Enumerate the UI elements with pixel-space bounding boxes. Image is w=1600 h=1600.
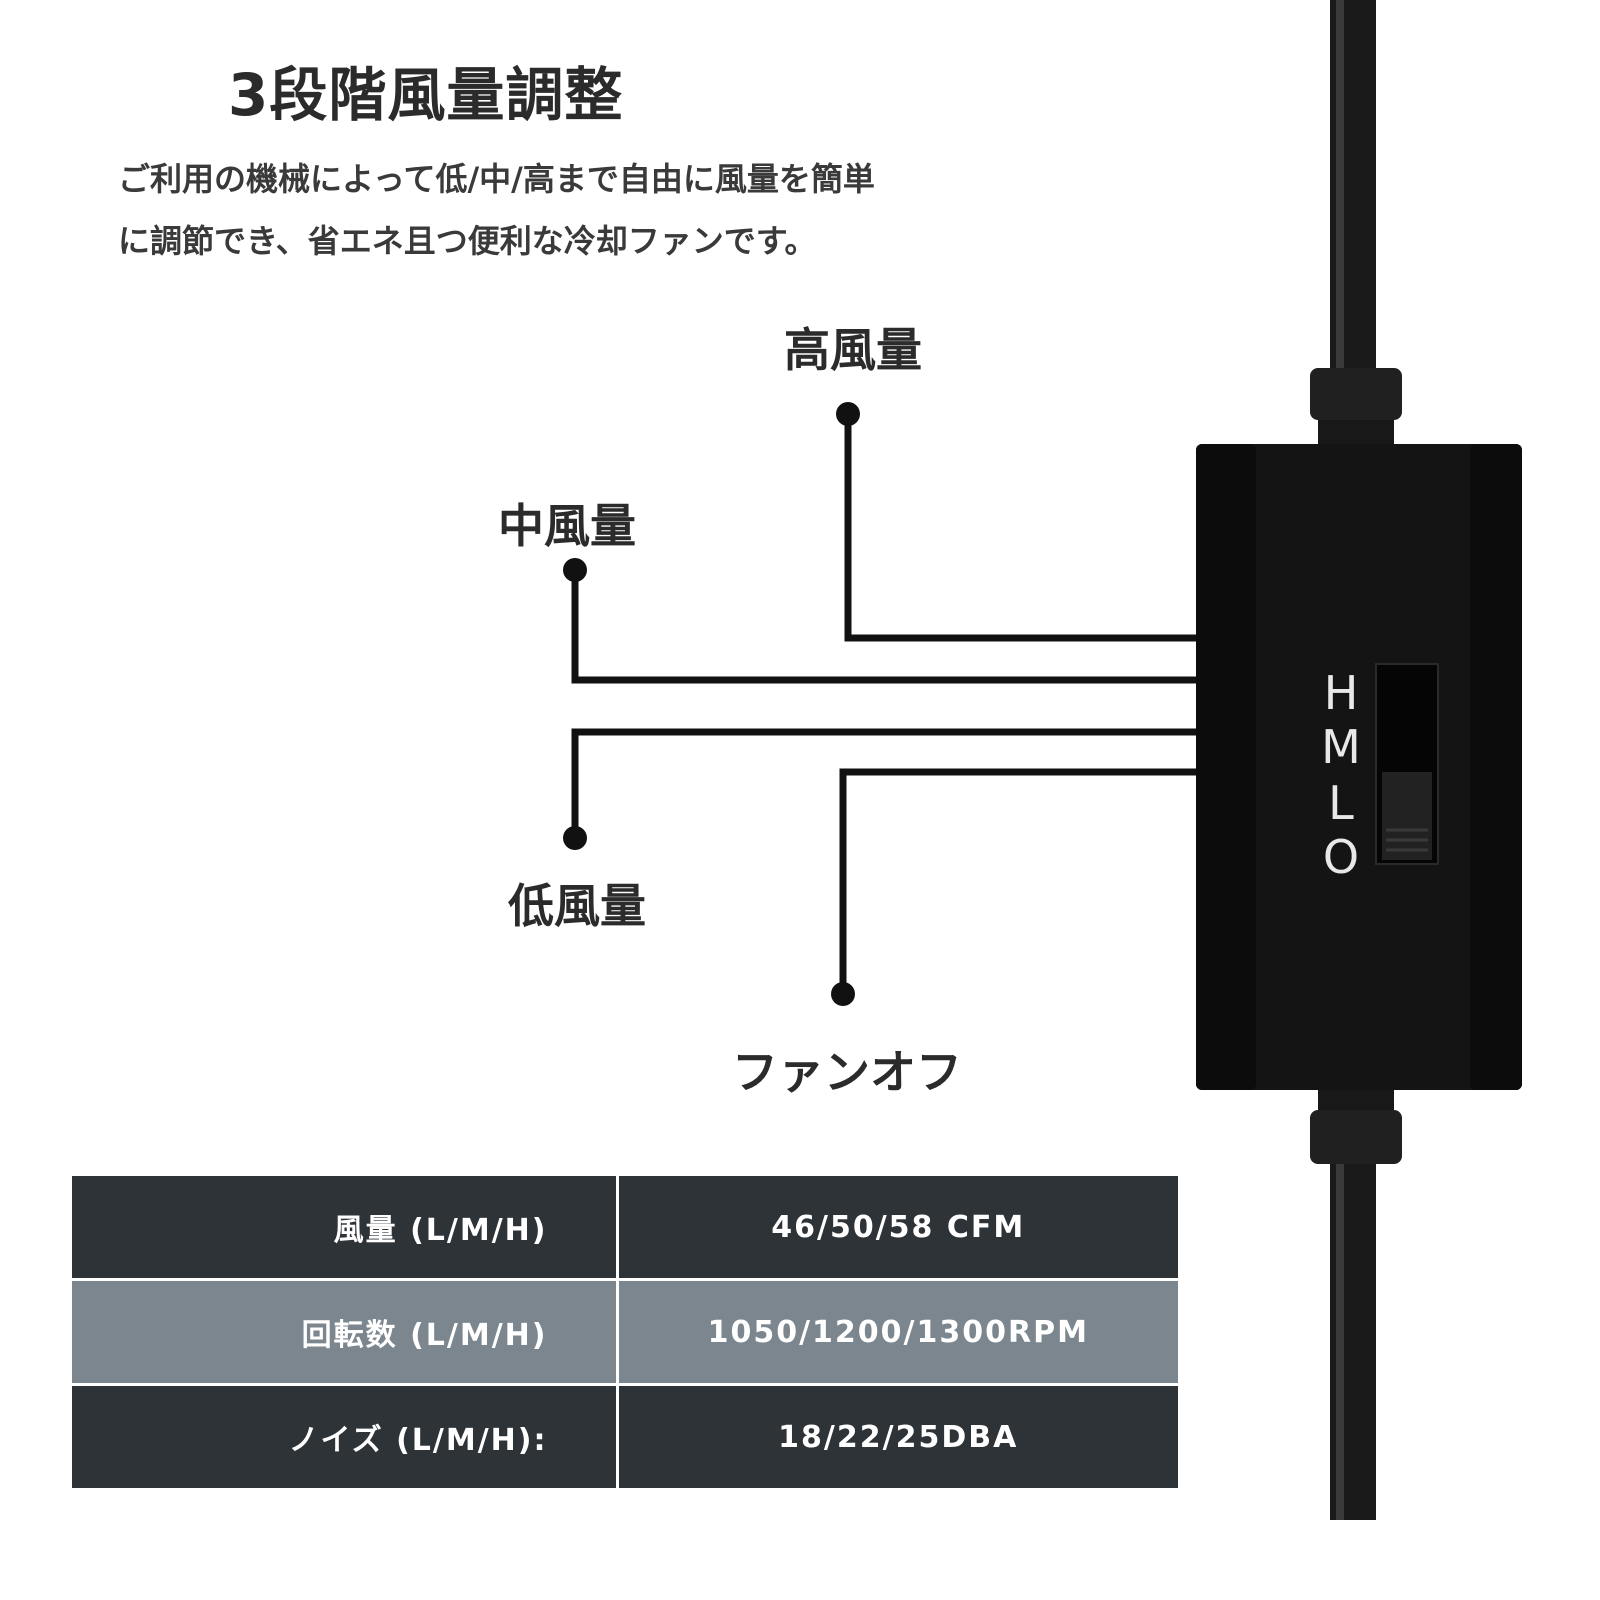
dot-high <box>836 402 860 426</box>
spec-label: 風量 (L/M/H) <box>72 1176 619 1281</box>
strain-relief-bottom <box>1310 1110 1402 1164</box>
spec-value: 46/50/58 CFM <box>615 1176 1178 1281</box>
description-line-1: ご利用の機械によって低/中/高まで自由に風量を簡単 <box>118 160 875 198</box>
line-low <box>571 728 1196 838</box>
spec-row-rpm: 回転数 (L/M/H) 1050/1200/1300RPM <box>72 1278 1178 1386</box>
spec-label: 回転数 (L/M/H) <box>72 1278 619 1386</box>
spec-table: 風量 (L/M/H) 46/50/58 CFM 回転数 (L/M/H) 1050… <box>72 1176 1178 1488</box>
controller-side-left <box>1196 444 1256 1090</box>
switch-mark-o: O <box>1322 830 1360 884</box>
spec-label: ノイズ (L/M/H): <box>72 1383 619 1488</box>
label-low: 低風量 <box>508 879 646 933</box>
dot-medium <box>563 558 587 582</box>
dot-low <box>563 826 587 850</box>
spec-value: 18/22/25DBA <box>615 1383 1178 1488</box>
slider-knob[interactable] <box>1382 772 1432 860</box>
spec-row-airflow: 風量 (L/M/H) 46/50/58 CFM <box>72 1176 1178 1281</box>
switch-mark-h: H <box>1323 666 1359 720</box>
label-medium: 中風量 <box>498 499 636 553</box>
line-high <box>844 414 1196 642</box>
spec-row-noise: ノイズ (L/M/H): 18/22/25DBA <box>72 1383 1178 1488</box>
label-off: ファンオフ <box>732 1045 962 1099</box>
line-medium <box>571 570 1196 684</box>
label-high: 高風量 <box>784 323 922 377</box>
switch-mark-l: L <box>1328 776 1354 830</box>
controller-body <box>1196 444 1522 1090</box>
switch-mark-m: M <box>1321 720 1361 774</box>
description-line-2: に調節でき、省エネ且つ便利な冷却ファンです。 <box>118 222 817 260</box>
spec-value: 1050/1200/1300RPM <box>615 1278 1178 1386</box>
strain-relief-bottom-neck <box>1318 1088 1394 1112</box>
dot-off <box>831 982 855 1006</box>
line-off <box>839 768 1196 994</box>
strain-relief-top <box>1310 368 1402 420</box>
controller-side-right <box>1470 444 1522 1090</box>
page-title: 3段階風量調整 <box>228 61 624 129</box>
strain-relief-top-neck <box>1318 420 1394 444</box>
